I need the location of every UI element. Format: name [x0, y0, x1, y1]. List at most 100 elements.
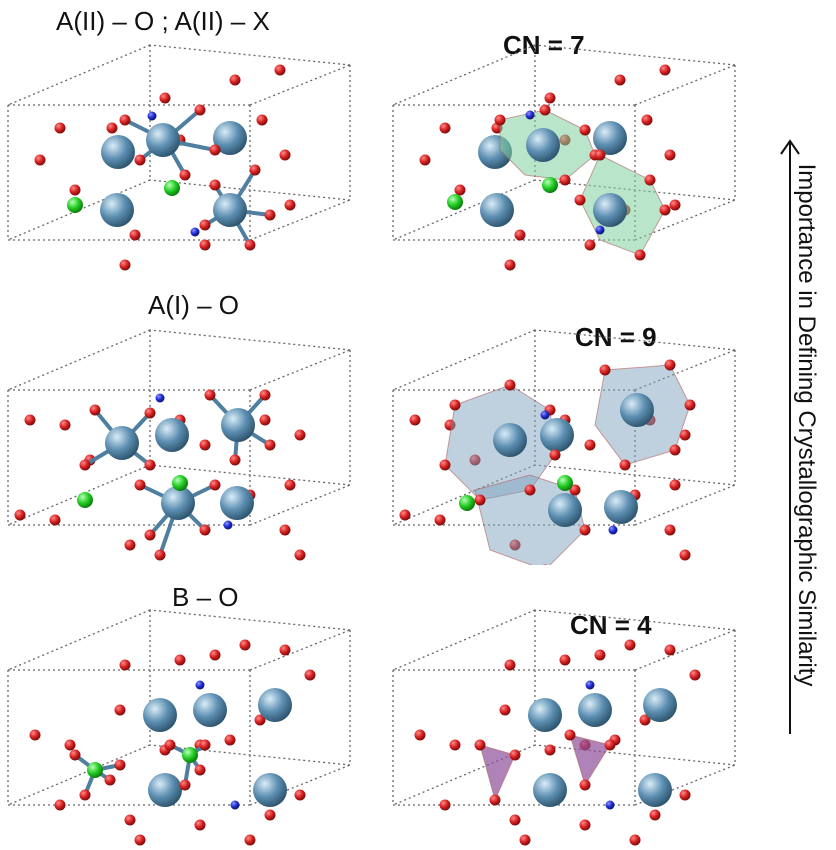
oxygen-atom	[279, 149, 291, 161]
halide-atom	[459, 495, 475, 511]
oxygen-atom	[264, 439, 276, 451]
oxygen-atom	[294, 429, 306, 441]
oxygen-atom	[69, 184, 81, 196]
cation-atom	[213, 121, 247, 155]
oxygen-atom	[134, 154, 146, 166]
panel-cn4-polyhedra	[392, 609, 736, 846]
oxygen-atom	[544, 744, 556, 756]
oxygen-atom	[194, 764, 206, 776]
cation-atom	[253, 773, 287, 807]
unit-cell-edge	[634, 64, 736, 106]
unit-cell-edge	[249, 629, 351, 671]
cation-atom	[148, 773, 182, 807]
oxygen-atom	[539, 104, 551, 116]
oxygen-atom	[284, 479, 296, 491]
oxygen-atom	[594, 149, 606, 161]
oxygen-atom	[414, 729, 426, 741]
unit-cell-edge	[249, 484, 351, 526]
oxygen-atom	[494, 114, 506, 126]
oxygen-atom	[579, 524, 591, 536]
anion-atom	[585, 680, 595, 690]
oxygen-atom	[584, 439, 596, 451]
oxygen-atom	[559, 654, 571, 666]
oxygen-atom	[256, 114, 268, 126]
panel-title-cn7: CN = 7	[503, 30, 585, 60]
oxygen-atom	[659, 204, 671, 216]
oxygen-atom	[119, 114, 131, 126]
halide-atom	[542, 177, 558, 193]
oxygen-atom	[669, 444, 681, 456]
oxygen-atom	[209, 179, 221, 191]
cation-atom	[638, 773, 672, 807]
oxygen-atom	[542, 564, 548, 565]
oxygen-atom	[679, 789, 691, 801]
anion-atom	[155, 393, 165, 403]
importance-arrow	[780, 139, 800, 734]
side-label: Importance in Defining Crystallographic …	[793, 163, 820, 687]
oxygen-atom	[564, 729, 576, 741]
oxygen-atom	[689, 669, 701, 681]
oxygen-atom	[119, 659, 131, 671]
oxygen-atom	[274, 64, 286, 76]
oxygen-atom	[304, 669, 316, 681]
cation-atom	[593, 193, 627, 227]
cation-atom	[540, 418, 574, 452]
oxygen-atom	[604, 739, 616, 751]
cation-atom	[100, 193, 134, 227]
oxygen-atom	[14, 509, 26, 521]
anion-atom	[595, 225, 605, 235]
oxygen-atom	[89, 404, 101, 416]
halide-atom	[67, 197, 83, 213]
unit-cell-edge	[392, 609, 536, 671]
cation-atom	[548, 493, 582, 527]
panel-cn9-polyhedra	[392, 329, 736, 565]
oxygen-atom	[544, 92, 556, 104]
cation-atom	[643, 688, 677, 722]
oxygen-atom	[49, 514, 61, 526]
oxygen-atom	[664, 359, 676, 371]
oxygen-atom	[509, 814, 521, 826]
oxygen-atom	[254, 714, 266, 726]
oxygen-atom	[594, 649, 606, 661]
oxygen-atom	[449, 399, 461, 411]
unit-cell-edge	[249, 64, 351, 106]
oxygen-atom	[664, 149, 676, 161]
oxygen-atom	[614, 74, 626, 86]
oxygen-atom	[279, 644, 291, 656]
oxygen-atom	[399, 509, 411, 521]
cation-atom	[220, 486, 254, 520]
panel-title-cn4: CN = 4	[570, 610, 652, 640]
halide-atom	[87, 762, 103, 778]
halide-atom	[447, 194, 463, 210]
oxygen-atom	[559, 174, 571, 186]
oxygen-atom	[199, 524, 211, 536]
anion-atom	[190, 227, 200, 237]
oxygen-atom	[54, 799, 66, 811]
unit-cell-edge	[249, 349, 351, 391]
anion-atom	[230, 800, 240, 810]
anion-atom	[608, 525, 618, 535]
cation-atom	[493, 423, 527, 457]
unit-cell-edge	[7, 609, 151, 671]
anion-atom	[605, 800, 615, 810]
oxygen-atom	[434, 514, 446, 526]
oxygen-atom	[549, 449, 561, 461]
oxygen-atom	[194, 104, 206, 116]
oxygen-atom	[79, 459, 91, 471]
anion-atom	[147, 111, 157, 121]
oxygen-atom	[419, 154, 431, 166]
oxygen-atom	[239, 639, 251, 651]
oxygen-atom	[659, 64, 671, 76]
oxygen-atom	[599, 364, 611, 376]
oxygen-atom	[524, 484, 536, 496]
cation-atom	[528, 698, 562, 732]
oxygen-atom	[104, 774, 116, 786]
oxygen-atom	[259, 414, 271, 426]
panel-title-b-o: B – O	[172, 582, 239, 612]
oxygen-atom	[449, 739, 461, 751]
cation-atom	[143, 698, 177, 732]
oxygen-atom	[179, 169, 191, 181]
unit-cell-edge	[392, 44, 536, 106]
oxygen-atom	[641, 114, 653, 126]
oxygen-atom	[584, 239, 596, 251]
